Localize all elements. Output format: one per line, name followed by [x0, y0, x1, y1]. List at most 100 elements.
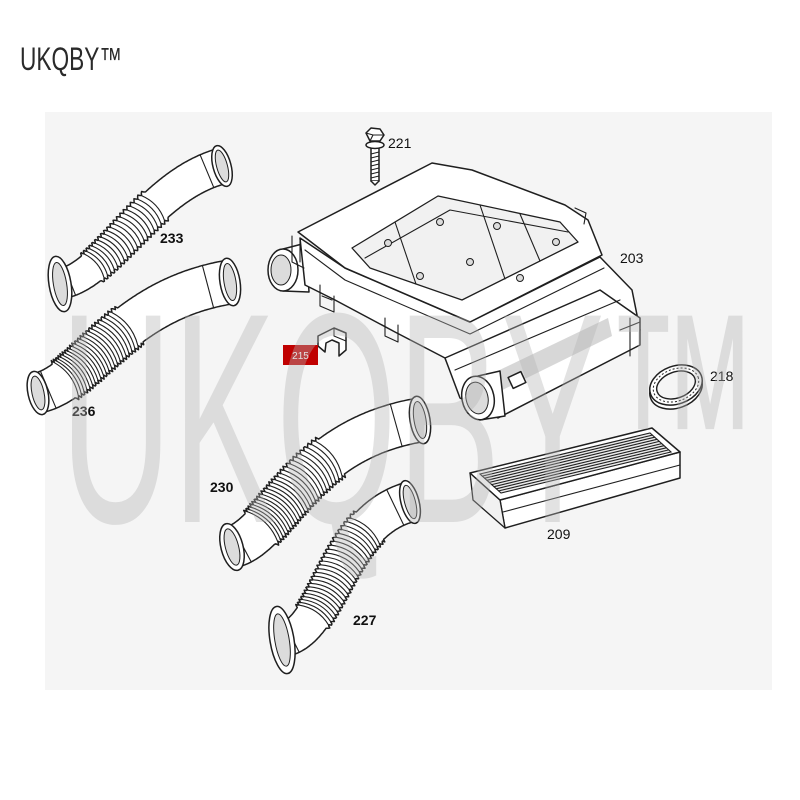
brand-logo: UKQBY™ [20, 41, 122, 77]
screw-hole [493, 222, 501, 230]
hose-rib [140, 195, 166, 221]
hose-rib [246, 511, 279, 542]
housing-clip-mid [384, 317, 399, 343]
hose-rib [306, 589, 340, 609]
label-236: 236 [72, 403, 96, 419]
hose-rib [298, 604, 330, 626]
hose-rib [318, 568, 352, 587]
bolt-head-edges [365, 132, 385, 142]
hose-end-opening [30, 375, 46, 411]
hose-rib [83, 336, 113, 369]
hose-rib [97, 323, 127, 357]
hose-rib [119, 216, 145, 241]
hose-rib [133, 202, 159, 228]
housing-tray-clamp [507, 370, 527, 390]
hose-rib [58, 358, 85, 392]
bolt-221 [365, 127, 385, 186]
hose-rib [255, 501, 288, 532]
bolt-thread [370, 151, 380, 179]
hose-rib [308, 586, 342, 605]
housing-seam [304, 249, 605, 335]
hose-rib [248, 508, 281, 540]
ring-inner [655, 370, 697, 400]
hose-rib [299, 453, 330, 487]
clip-215 [317, 327, 347, 357]
hose-rib [312, 579, 346, 598]
hose-rib [315, 440, 343, 477]
ring-ribs [652, 367, 700, 403]
hose-rib [123, 212, 148, 238]
hose-rib [250, 506, 284, 537]
hose-rib [100, 236, 125, 261]
hose-rib [338, 532, 371, 556]
filter-rim [502, 464, 681, 513]
seal-ring-218 [649, 364, 703, 410]
hose-rib [283, 469, 316, 501]
hose-rib [113, 223, 138, 248]
hose-rib [62, 354, 91, 388]
hose-end-opening [273, 613, 291, 667]
hose-cuff-band [199, 154, 215, 189]
hose-rib [106, 230, 132, 254]
hose-rib [261, 493, 296, 524]
hose-rib [85, 333, 115, 366]
label-233: 233 [160, 230, 184, 246]
label-221: 221 [388, 135, 412, 151]
clip-edge [333, 327, 347, 342]
hose-rib [130, 205, 155, 231]
filter-pleat [495, 447, 667, 490]
housing-outlet-opening [465, 381, 489, 415]
hose-rib [91, 245, 115, 270]
hose-rib [350, 517, 381, 545]
hose-cuff-band [386, 489, 405, 526]
hose-cuff-band [389, 403, 403, 447]
hose-end-opening [223, 528, 241, 566]
hose-rib [107, 314, 136, 349]
hose-rib [269, 485, 303, 515]
label-215-highlight [283, 345, 318, 365]
hose-end-opening [214, 149, 230, 183]
filter-pleat [481, 434, 653, 477]
label-203: 203 [620, 250, 644, 266]
hose-rib [97, 239, 122, 264]
hose-rib [314, 575, 348, 594]
housing-lid-hook [574, 207, 587, 225]
hose-rib [94, 242, 119, 267]
hose-rib [320, 564, 354, 583]
hose-rib [305, 592, 338, 612]
hose-rib [277, 476, 311, 507]
hose-rib [280, 472, 313, 504]
hose-rib [126, 209, 152, 234]
hose-rib [316, 571, 350, 591]
hose-rib [110, 226, 135, 251]
hose-rib [330, 544, 365, 566]
filter-pleat [484, 436, 656, 479]
hose-rib [104, 317, 133, 352]
hose-rib [94, 325, 124, 359]
hose-rib [300, 601, 332, 623]
hose-rib [83, 253, 105, 279]
filter-pleat [491, 443, 663, 486]
housing-lid-ribs [364, 204, 569, 285]
hose-233 [47, 144, 234, 313]
clip-body [317, 327, 347, 357]
screw-hole [552, 238, 560, 246]
hose-rib [86, 250, 109, 276]
watermark: UKQBY™ [60, 250, 760, 586]
hose-rib [69, 348, 99, 381]
label-209: 209 [547, 526, 571, 542]
screw-hole [416, 272, 424, 280]
hose-rib [67, 350, 96, 383]
hose-rib [137, 198, 162, 225]
label-230: 230 [210, 479, 234, 495]
filter-pleat [493, 445, 665, 488]
filter-pleat [486, 438, 658, 481]
hose-rib [252, 504, 286, 535]
filter-pleat [488, 440, 660, 483]
hose-rib [116, 220, 142, 244]
housing-lid-panel [351, 195, 579, 301]
hose-rib [311, 443, 340, 479]
bolt-washer [365, 140, 385, 150]
hose-rib [335, 536, 369, 559]
